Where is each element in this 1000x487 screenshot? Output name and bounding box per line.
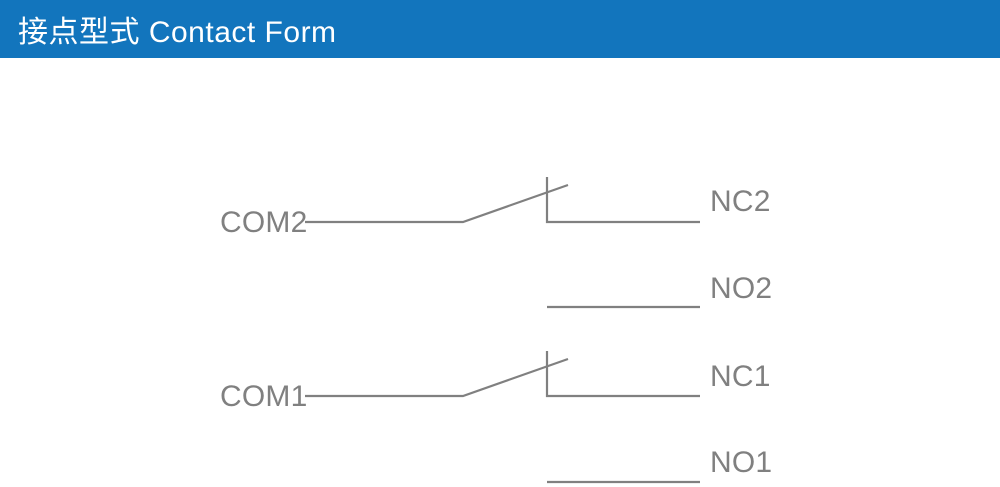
nc1-wire [545, 351, 700, 398]
label-no1: NO1 [710, 446, 772, 479]
com1-wire [305, 357, 569, 398]
page-title: 接点型式 Contact Form [18, 16, 337, 49]
label-no2: NO2 [710, 272, 772, 305]
label-nc1: NC1 [710, 360, 771, 393]
contact-diagram-svg: COM2 NC2 NO2 COM1 NC1 NO1 [220, 177, 772, 484]
label-nc2: NC2 [710, 185, 771, 218]
label-com2: COM2 [220, 206, 307, 239]
contact-group-1: COM1 NC1 NO1 [220, 351, 772, 484]
contact-group-2: COM2 NC2 NO2 [220, 177, 772, 309]
header-banner: 接点型式 Contact Form [0, 0, 1000, 58]
nc2-wire [545, 177, 700, 224]
com2-wire [305, 183, 569, 224]
contact-form-diagram: COM2 NC2 NO2 COM1 NC1 NO1 [0, 58, 1000, 487]
label-com1: COM1 [220, 380, 307, 413]
